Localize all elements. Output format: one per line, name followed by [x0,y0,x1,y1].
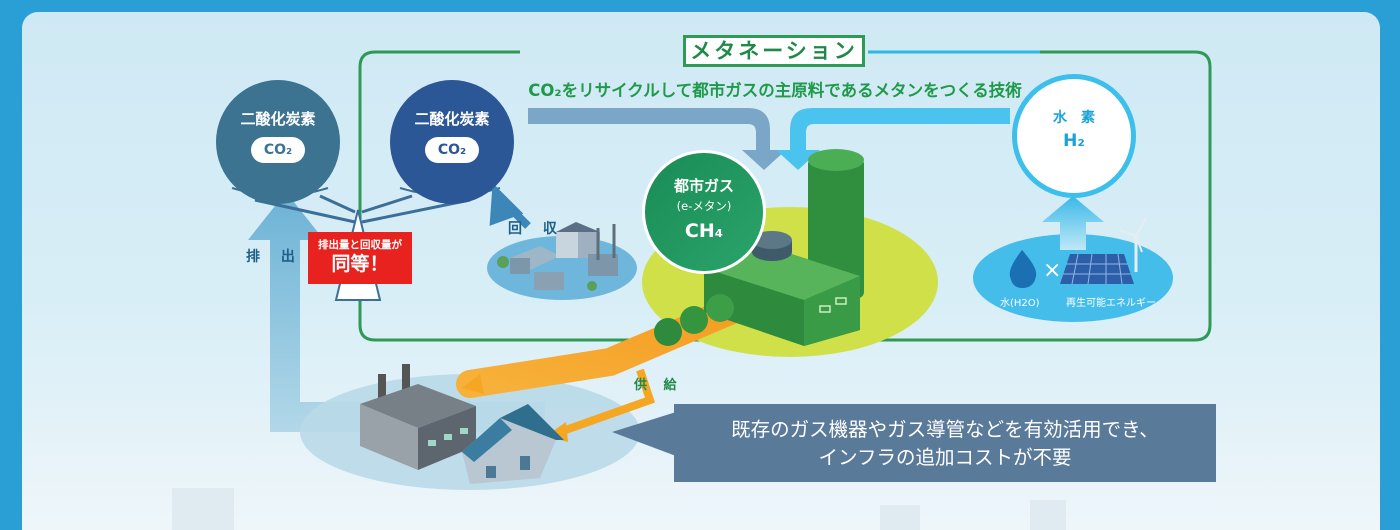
diagram-title: メタネーション [690,39,858,63]
co2-captured-formula: CO₂ [437,142,467,158]
cloud-icon: CO₂ [425,137,479,163]
city-silhouette [172,488,1066,530]
capture-city-buildings [497,222,618,291]
co2-input-arrow [528,108,786,170]
benefit-callout: 既存のガス機器やガス導管などを有効活用でき、 インフラの追加コストが不要 [674,404,1216,482]
hydrogen-circle: 水 素 H₂ [1012,74,1136,198]
balance-badge: 排出量と回収量が 同等！ [308,232,412,284]
callout-line1: 既存のガス機器やガス導管などを有効活用でき、 [731,418,1159,441]
solar-panel-icon [1060,253,1134,285]
balance-badge-line1: 排出量と回収量が [318,239,402,251]
city-gas-formula: CH₄ [684,220,724,242]
renewable-label: 再生可能エネルギー [1066,298,1156,309]
co2-emitted-label: 二酸化炭素 [240,110,316,128]
hydrogen-formula: H₂ [1063,131,1085,151]
title-box: メタネーション [683,35,865,67]
city-gas-circle: 都市ガス (e-メタン) CH₄ [642,150,766,274]
emission-label: 排 出 [246,249,303,265]
hydrogen-label: 水 素 [1053,110,1095,126]
wind-turbine-icon [1119,217,1147,272]
house [462,404,564,484]
cloud-icon: CO₂ [251,137,305,163]
co2-emitted-formula: CO₂ [263,142,293,158]
callout-pointer [612,412,676,456]
callout-line2: インフラの追加コストが不要 [818,446,1072,469]
co2-captured-label: 二酸化炭素 [414,110,490,128]
capture-arrow [489,182,531,229]
h2-input-arrow [776,108,1010,170]
water-label: 水(H2O) [1000,298,1040,309]
times-symbol: × [1043,258,1062,283]
diagram-subtitle: CO₂をリサイクルして都市ガスの主原料であるメタンをつくる技術 [528,81,1022,100]
supply-arrow-factory [462,374,484,394]
h2-up-arrow [1042,196,1104,250]
water-drop-icon [1009,250,1037,288]
supply-pipe-branch-house [558,368,656,436]
balance-badge-line2: 同等！ [331,253,389,275]
factory [360,364,476,470]
supply-label: 供 給 [634,378,683,393]
supply-pipe [456,284,774,398]
capture-label: 回 収 [508,221,565,237]
co2-emitted-circle: 二酸化炭素 CO₂ [216,80,340,204]
city-gas-label: 都市ガス [673,177,734,195]
city-gas-sub: (e-メタン) [676,199,732,213]
co2-captured-circle: 二酸化炭素 CO₂ [390,80,514,204]
